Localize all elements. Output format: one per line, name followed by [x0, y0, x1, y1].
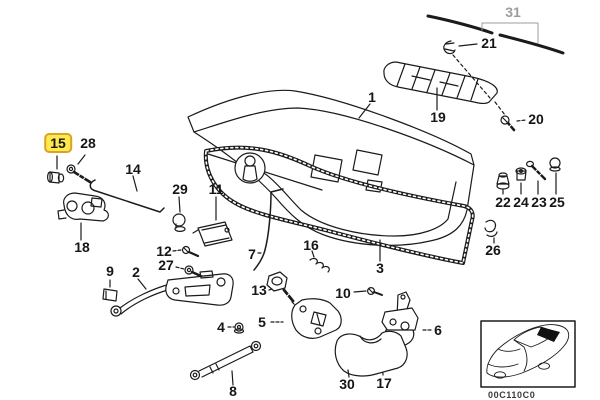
spoiler-drawing	[383, 54, 506, 116]
part-callout-29[interactable]: 29	[172, 181, 188, 197]
part-callout-22[interactable]: 22	[495, 194, 511, 210]
part-callout-30[interactable]: 30	[339, 376, 355, 392]
part-callout-19[interactable]: 19	[430, 109, 446, 125]
microswitch-11-drawing	[192, 196, 233, 247]
lock-cylinder-detail	[234, 152, 266, 184]
clip-21-drawing	[443, 40, 478, 55]
part-callout-9[interactable]: 9	[106, 263, 114, 279]
part-callout-4[interactable]: 4	[217, 319, 225, 335]
trim-strips-drawing	[426, 14, 565, 55]
part-callout-27[interactable]: 27	[158, 257, 174, 273]
trunk-seal-drawing	[203, 145, 475, 265]
car-position-inset	[480, 320, 576, 388]
nut-4-drawing	[227, 322, 245, 334]
rod-7-drawing	[253, 188, 284, 271]
part-callout-14[interactable]: 14	[125, 161, 141, 177]
part-callout-23[interactable]: 23	[531, 194, 547, 210]
trunk-lid-drawing	[187, 89, 475, 246]
spring-16-drawing	[309, 250, 330, 273]
part-callout-6[interactable]: 6	[434, 322, 442, 338]
lock-18-drawing	[57, 192, 109, 241]
part-callout-8[interactable]: 8	[229, 383, 237, 399]
part-callout-18[interactable]: 18	[74, 239, 90, 255]
part-callout-7[interactable]: 7	[248, 246, 256, 262]
part-callout-17[interactable]: 17	[376, 375, 392, 391]
part-callout-2[interactable]: 2	[132, 264, 140, 280]
part-callout-11[interactable]: 11	[208, 181, 224, 197]
part-callout-21[interactable]: 21	[481, 35, 497, 51]
clip-26-drawing	[484, 219, 498, 244]
screw-28-drawing	[66, 154, 92, 184]
part-callout-20[interactable]: 20	[528, 111, 544, 127]
part-callout-28[interactable]: 28	[80, 135, 96, 151]
part-callout-5[interactable]: 5	[258, 314, 266, 330]
screw-12-drawing	[172, 245, 200, 258]
screw-20-drawing	[500, 115, 527, 132]
hinge-2-drawing	[110, 270, 234, 317]
cover-30-drawing	[334, 330, 408, 378]
grommet-15-drawing	[46, 155, 65, 184]
part-callout-10[interactable]: 10	[335, 285, 351, 301]
grommet-29-drawing	[172, 196, 186, 233]
part-callout-24[interactable]: 24	[513, 194, 529, 210]
part-callout-1[interactable]: 1	[368, 89, 376, 105]
strut-8-drawing	[189, 340, 262, 386]
bolt-13-drawing	[266, 271, 302, 312]
part-callout-15-highlighted[interactable]: 15	[44, 133, 72, 153]
part-callout-16[interactable]: 16	[303, 237, 319, 253]
rod-14-drawing	[89, 175, 165, 213]
striker-5-drawing	[270, 298, 342, 339]
part-callout-13[interactable]: 13	[251, 282, 267, 298]
part-callout-26[interactable]: 26	[485, 242, 501, 258]
fastener-row-drawing	[496, 157, 561, 195]
diagram-image-code: 00C110C0	[488, 390, 536, 400]
clip-9-drawing	[102, 279, 118, 302]
part-callout-25[interactable]: 25	[549, 194, 565, 210]
part-callout-12[interactable]: 12	[156, 243, 172, 259]
part-callout-31-ghosted[interactable]: 31	[505, 4, 521, 20]
screw-10-drawing	[353, 287, 383, 296]
part-callout-3[interactable]: 3	[376, 260, 384, 276]
